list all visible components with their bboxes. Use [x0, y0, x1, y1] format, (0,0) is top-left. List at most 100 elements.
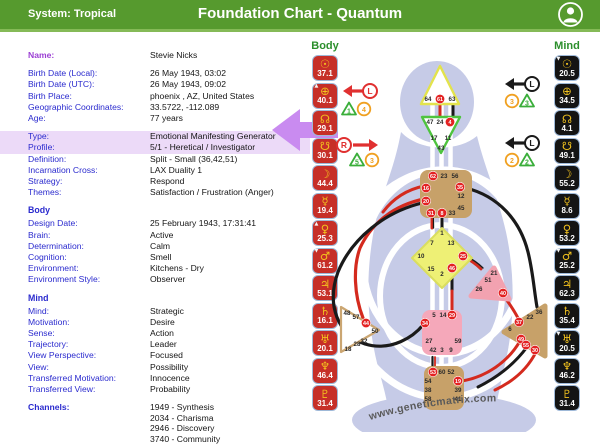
gate-55: 55	[520, 339, 531, 350]
gate-line-value: 30.1	[317, 151, 333, 160]
svg-text:53: 53	[430, 370, 436, 376]
mind-planet-sun[interactable]: ▼☉20.5	[554, 55, 580, 81]
body-planet-neptune[interactable]: ♆46.4	[312, 357, 338, 384]
gate-45: 45	[458, 205, 465, 212]
info-row: Name:Stevie Nicks	[28, 50, 306, 61]
neptune-icon: ♆	[561, 359, 573, 373]
fixing-arrow-icon: ▲	[314, 220, 319, 227]
user-profile-icon[interactable]	[557, 1, 584, 28]
mind-planet-north-node[interactable]: ☊4.1	[554, 110, 580, 136]
svg-text:18: 18	[345, 346, 352, 353]
info-value: Active	[150, 229, 174, 240]
gate-51: 51	[485, 277, 492, 284]
body-planet-south-node[interactable]: ☋30.1	[312, 137, 338, 164]
body-planet-uranus[interactable]: ♅20.1	[312, 330, 338, 356]
mercury-icon: ☿	[563, 194, 571, 208]
gate-35: 35	[454, 182, 465, 193]
mind-planet-south-node[interactable]: ☋49.1	[554, 137, 580, 164]
body-planet-pluto[interactable]: ♇31.4	[312, 385, 338, 411]
fixing-arrow-icon: ▼	[556, 248, 561, 254]
mind-planet-earth[interactable]: ⊕34.5	[554, 82, 580, 109]
gate-62: 62	[427, 171, 438, 182]
info-value: Calm	[150, 240, 171, 251]
gate-line-value: 34.5	[559, 96, 575, 105]
gate-6: 6	[508, 326, 512, 333]
gate-20: 20	[420, 196, 431, 207]
body-planet-north-node[interactable]: ☊29.1	[312, 110, 338, 136]
mind-planet-pluto[interactable]: ♇31.4	[554, 385, 580, 411]
info-row: Birth Date (Local):26 May 1943, 03:02	[28, 68, 306, 79]
info-row: Age:77 years	[28, 113, 306, 124]
info-label: Age:	[28, 113, 46, 124]
svg-text:34: 34	[422, 321, 428, 327]
center-spleen	[339, 305, 381, 354]
svg-text:3: 3	[510, 99, 514, 106]
gate-26: 26	[476, 286, 483, 293]
gate-7: 7	[430, 240, 434, 247]
info-label: Birth Place:	[28, 90, 72, 101]
svg-text:3: 3	[440, 347, 444, 354]
info-label: Transferred Motivation:	[28, 372, 117, 383]
gate-line-value: 29.1	[317, 123, 333, 133]
type-highlight-arrow	[272, 109, 338, 151]
svg-text:23: 23	[441, 173, 448, 180]
svg-text:4: 4	[362, 107, 366, 114]
info-value: Innocence	[150, 372, 190, 383]
mind-planet-saturn[interactable]: ♄35.4	[554, 302, 580, 329]
body-planet-venus[interactable]: ▲♀25.3	[312, 220, 338, 246]
info-value: Respond	[150, 176, 185, 187]
mind-planet-mars[interactable]: ▼♂25.2	[554, 247, 580, 274]
gate-11: 11	[445, 135, 452, 142]
gate-31: 31	[425, 208, 436, 219]
body-planet-mars[interactable]: ▼♂61.2	[312, 247, 338, 274]
gate-line-value: 25.3	[317, 233, 333, 243]
gate-9: 9	[449, 347, 453, 354]
body-planet-sun[interactable]: ☉37.1	[312, 55, 338, 81]
body-planet-mercury[interactable]: ☿19.4	[312, 192, 338, 219]
info-row: View Perspective:Focused	[28, 350, 306, 361]
gate-22: 22	[527, 314, 534, 321]
gate-29: 29	[446, 309, 457, 320]
svg-text:5: 5	[432, 312, 436, 319]
mind-planet-neptune[interactable]: ♆46.2	[554, 357, 580, 384]
info-value: Split - Small (36,42,51)	[150, 153, 238, 164]
mind-planet-venus[interactable]: ♀53.2	[554, 220, 580, 246]
svg-text:36: 36	[536, 309, 543, 316]
info-label: Trajectory:	[28, 339, 69, 350]
saturn-icon: ♄	[561, 304, 573, 318]
info-value: 26 May 1943, 09:02	[150, 79, 226, 90]
info-value: Strategic	[150, 305, 184, 316]
info-row: Motivation:Desire	[28, 317, 306, 328]
svg-text:37: 37	[516, 320, 522, 326]
gate-46: 46	[446, 262, 457, 273]
pluto-icon: ♇	[561, 386, 573, 401]
gate-59: 59	[455, 338, 462, 345]
body-planet-moon[interactable]: ☽44.4	[312, 165, 338, 191]
mind-planet-jupiter[interactable]: ♃62.3	[554, 275, 580, 301]
center-root	[424, 366, 464, 410]
mind-planet-mercury[interactable]: ☿8.6	[554, 192, 580, 219]
mercury-icon: ☿	[321, 194, 329, 208]
body-column-title: Body	[311, 40, 339, 52]
mind-planet-uranus[interactable]: ▼♅20.5	[554, 330, 580, 356]
variable-triangle-3: 3	[519, 93, 535, 108]
section-header: Mind	[28, 292, 49, 303]
body-planet-earth[interactable]: ▲⊕40.1	[312, 82, 338, 109]
gate-line-value: 37.1	[317, 68, 333, 78]
gate-2: 2	[440, 271, 444, 278]
svg-text:1: 1	[440, 230, 444, 237]
gate-19: 19	[452, 375, 463, 386]
body-planet-column: Body ☉37.1▲⊕40.1☊29.1☋30.1☽44.4☿19.4▲♀25…	[309, 40, 341, 413]
svg-text:45: 45	[458, 205, 465, 212]
gate-10: 10	[418, 253, 425, 260]
mind-planet-moon[interactable]: ☽55.2	[554, 165, 580, 191]
svg-text:12: 12	[458, 193, 465, 200]
svg-text:57: 57	[353, 314, 360, 321]
svg-text:49: 49	[518, 337, 524, 343]
svg-text:52: 52	[448, 369, 455, 376]
gate-47: 47	[427, 119, 434, 126]
svg-text:60: 60	[439, 369, 446, 376]
center-throat	[420, 170, 472, 218]
gate-40: 40	[497, 287, 508, 298]
